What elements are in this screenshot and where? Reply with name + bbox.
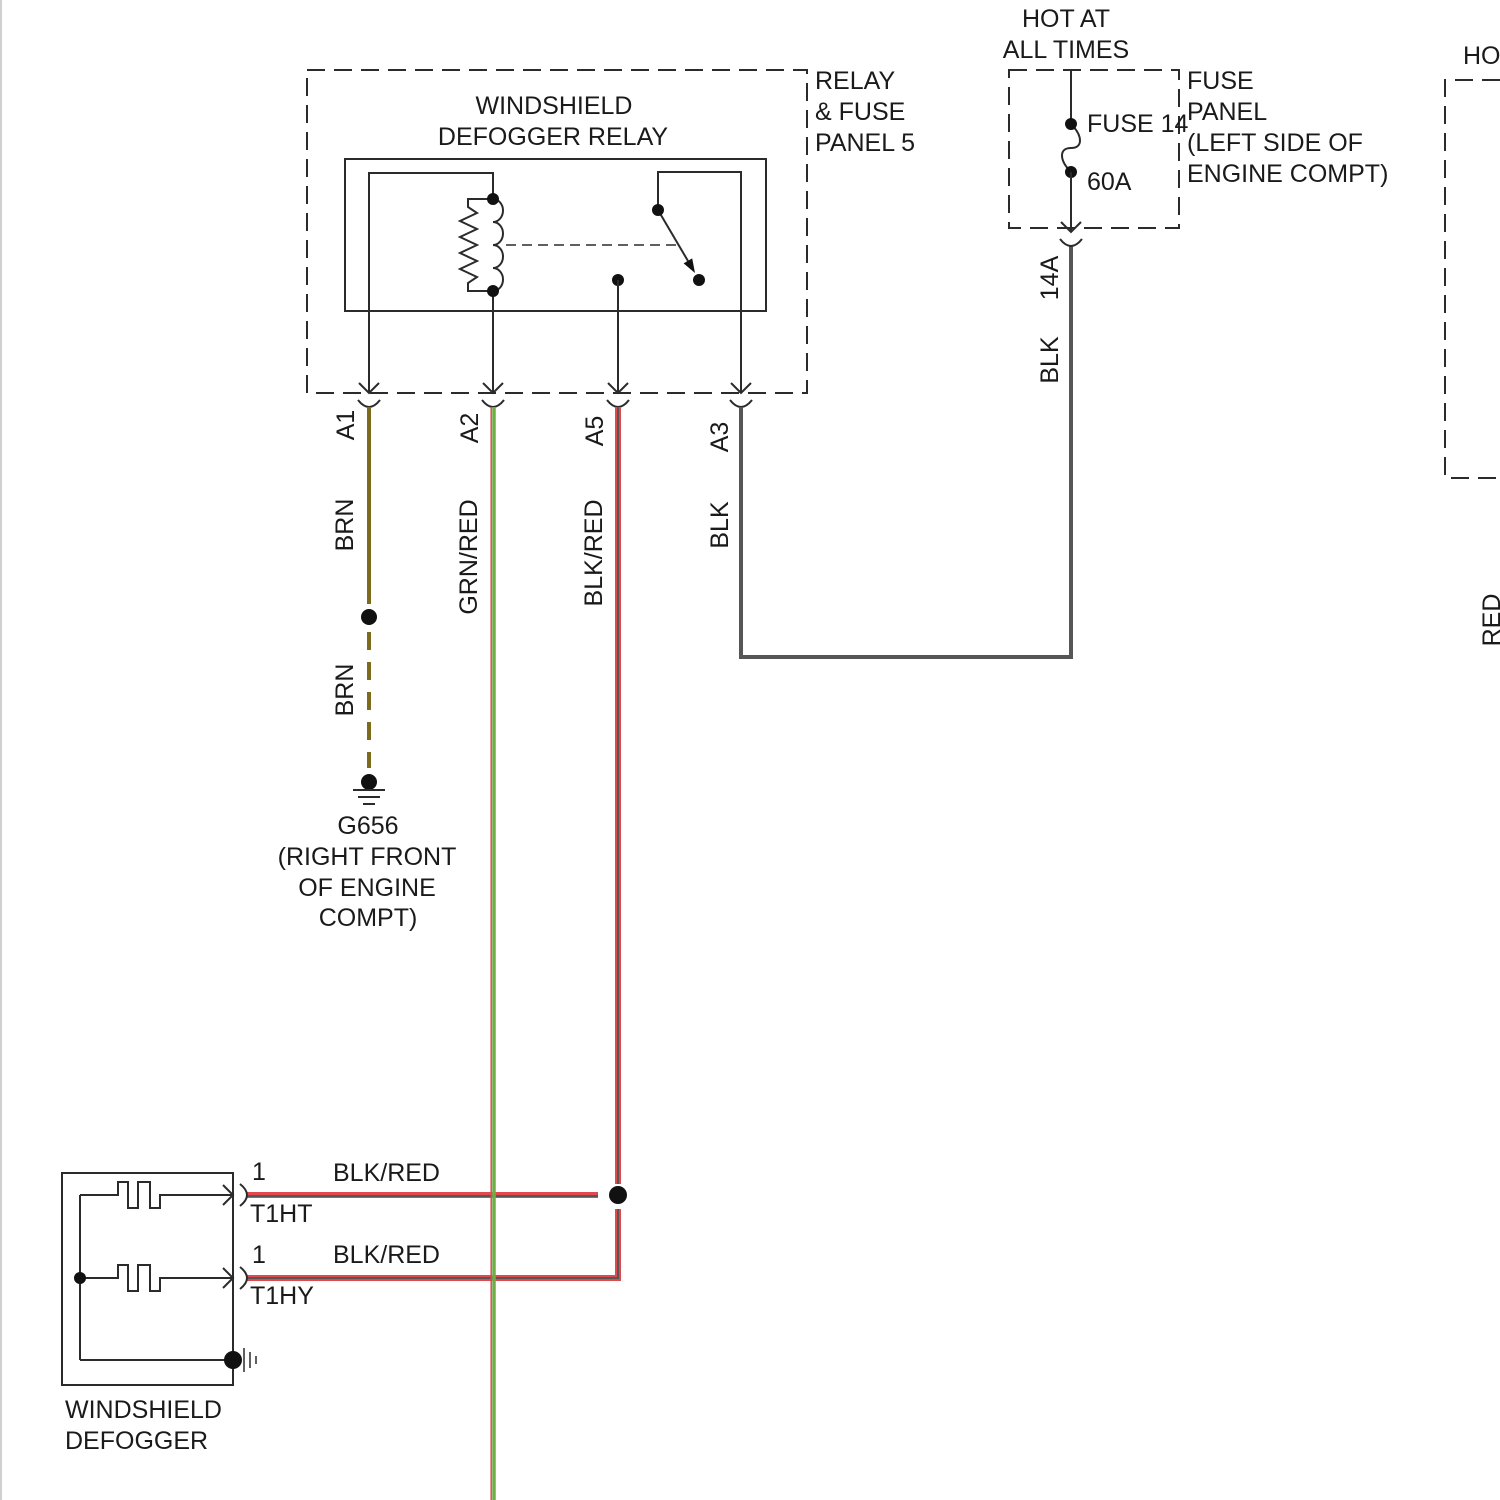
ground-g656: G656 (RIGHT FRONT OF ENGINE COMPT) (278, 774, 457, 932)
connector-id-t1hy: T1HY (250, 1282, 314, 1310)
splice-point-defogger (609, 1186, 627, 1204)
partial-component-boundary (1445, 80, 1500, 478)
connector-pin-number: 1 (252, 1158, 266, 1186)
connector-socket-icon (482, 400, 504, 407)
wire-label-a2: GRN/RED (455, 499, 483, 614)
fuse-name: FUSE 14 (1087, 110, 1189, 138)
connector-id-t1ht: T1HT (250, 1200, 313, 1228)
relay-panel-label-line: PANEL 5 (815, 129, 915, 157)
partial-component-right: HO RED (1445, 42, 1500, 646)
fuse-panel-label-line: ENGINE COMPT) (1187, 160, 1388, 188)
connector-t1hy-socket-icon (240, 1267, 247, 1289)
heater-element-lower-icon (80, 1265, 233, 1291)
relay-switch-arrow-icon (684, 258, 695, 273)
ground-label-line: (RIGHT FRONT (278, 843, 457, 871)
relay-resistor (460, 199, 493, 291)
relay-title-line: DEFOGGER RELAY (438, 123, 668, 151)
defogger-body-ground (224, 1348, 256, 1372)
wire-label-t1ht: BLK/RED (333, 1159, 440, 1187)
fuse-panel-label-line: FUSE (1187, 67, 1254, 95)
ground-terminal-dot (361, 774, 377, 790)
connector-socket-icon (358, 400, 380, 407)
relay-coil-feed-line (369, 173, 493, 393)
relay-coil-terminal-dot (487, 285, 499, 297)
relay-panel-label-line: RELAY (815, 67, 895, 95)
relay-title-line: WINDSHIELD (476, 92, 633, 120)
connector-socket-icon (730, 400, 752, 407)
pin-label-a3: A3 (706, 422, 734, 453)
fuse-rating: 60A (1087, 168, 1132, 196)
supply-label-line: ALL TIMES (1003, 36, 1129, 64)
fuse-icon (1062, 124, 1080, 172)
fuse-panel: HOT AT ALL TIMES FUSE 14 60A FUSE PANEL … (1003, 5, 1389, 384)
wire-label-14a: BLK (1036, 336, 1064, 384)
fuse-panel-label-line: (LEFT SIDE OF (1187, 129, 1363, 157)
relay-housing (345, 159, 766, 311)
relay-switch-blade (658, 210, 688, 261)
ground-label-line: OF ENGINE (298, 874, 436, 902)
connector-socket-icon (1060, 239, 1082, 246)
wire-label-a1: BRN (331, 499, 359, 552)
pin-label-14a: 14A (1036, 255, 1064, 300)
pin-label-a2: A2 (456, 413, 484, 444)
windshield-defogger: 1 T1HT BLK/RED 1 T1HY BLK/RED WINDSHIELD… (62, 1158, 440, 1455)
partial-supply-label: HO (1463, 42, 1500, 70)
relay-panel-label-line: & FUSE (815, 98, 905, 126)
relay-switch-pivot-dot (652, 204, 664, 216)
wire-label-ground-brn: BRN (331, 664, 359, 717)
splice-point (361, 609, 377, 625)
relay-fuse-panel-5: RELAY & FUSE PANEL 5 WINDSHIELD DEFOGGER… (307, 67, 915, 615)
wire-label-a3: BLK (706, 501, 734, 549)
connector-t1ht-socket-icon (240, 1184, 247, 1206)
connector-pin-number: 1 (252, 1241, 266, 1269)
partial-wire-label: RED (1478, 594, 1500, 647)
ground-label-line: G656 (337, 812, 398, 840)
fuse-panel-boundary (1009, 70, 1179, 228)
defogger-label-line: DEFOGGER (65, 1427, 208, 1455)
relay-coil-terminal-dot (487, 193, 499, 205)
relay-switch-contact-dot (693, 274, 705, 286)
fuse-panel-label-line: PANEL (1187, 98, 1267, 126)
ground-terminal-dot (224, 1351, 242, 1369)
relay-coil (493, 199, 503, 291)
wire-label-t1hy: BLK/RED (333, 1241, 440, 1269)
pin-label-a1: A1 (332, 410, 360, 441)
connector-socket-icon (607, 400, 629, 407)
heater-element-upper-icon (80, 1182, 233, 1208)
wire-label-a5: BLK/RED (580, 500, 608, 607)
defogger-label-line: WINDSHIELD (65, 1396, 222, 1424)
supply-label-line: HOT AT (1022, 5, 1110, 33)
wire-a3-blk (741, 246, 1071, 657)
fuse-terminal-dot (1065, 118, 1077, 130)
pin-label-a5: A5 (581, 416, 609, 447)
defogger-junction-dot (74, 1272, 86, 1284)
ground-label-line: COMPT) (319, 904, 418, 932)
